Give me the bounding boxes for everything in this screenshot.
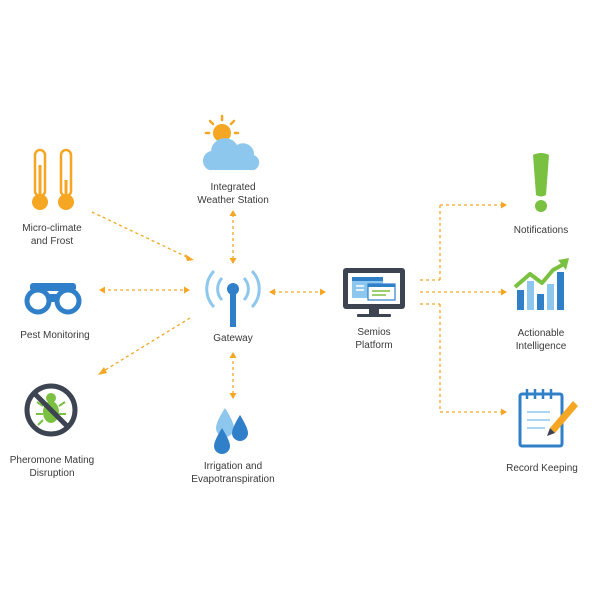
label-line: Micro-climate — [22, 223, 82, 234]
arrowhead — [99, 286, 105, 294]
arrowhead — [229, 258, 237, 264]
connector-pheromone-gateway — [101, 317, 191, 373]
label-line: Disruption — [29, 468, 75, 479]
binoculars-icon — [24, 283, 82, 315]
label-microclimate: Micro-climate and Frost — [22, 222, 82, 248]
arrowhead — [229, 210, 237, 216]
label-line: Notifications — [513, 225, 569, 236]
label-notifications: Notifications — [503, 224, 579, 237]
label-line: Integrated — [210, 182, 256, 193]
arrowhead — [269, 288, 275, 296]
notepad-pencil-icon — [518, 389, 578, 448]
arrowhead — [229, 352, 237, 358]
label-line: Platform — [355, 340, 393, 351]
label-pest: Pest Monitoring — [5, 329, 105, 342]
label-line: Irrigation and — [203, 461, 263, 472]
arrowhead — [501, 201, 507, 209]
arrowhead — [98, 367, 107, 375]
label-platform: Semios Platform — [344, 326, 404, 352]
thermometer-icon — [32, 148, 74, 210]
label-line: Intelligence — [515, 341, 567, 352]
monitor-icon — [343, 268, 405, 317]
label-pheromone: Pheromone Mating Disruption — [0, 454, 104, 480]
arrowhead — [184, 286, 190, 294]
connector-microclimate-gateway — [91, 211, 190, 259]
label-irrigation: Irrigation and Evapotranspiration — [178, 460, 288, 486]
antenna-icon — [205, 269, 261, 327]
label-line: Actionable — [517, 328, 565, 339]
no-bug-icon — [24, 383, 78, 437]
connectors — [91, 201, 507, 416]
label-line: Pheromone Mating — [9, 455, 95, 466]
sun-cloud-icon — [202, 114, 260, 170]
label-line: Gateway — [213, 333, 253, 344]
label-records: Record Keeping — [497, 462, 587, 475]
arrowhead — [501, 408, 507, 416]
label-line: Pest Monitoring — [20, 330, 90, 341]
bar-chart-icon — [513, 258, 569, 310]
label-intelligence: Actionable Intelligence — [503, 327, 579, 353]
arrowhead — [320, 288, 326, 296]
label-line: Weather Station — [197, 195, 269, 206]
exclamation-icon — [533, 153, 549, 212]
arrowhead — [501, 288, 507, 296]
arrowhead — [185, 254, 194, 261]
water-drops-icon — [214, 408, 248, 454]
label-line: and Frost — [30, 236, 74, 247]
arrowhead — [229, 393, 237, 399]
label-weather: Integrated Weather Station — [183, 181, 283, 207]
label-line: Evapotranspiration — [191, 474, 275, 485]
label-line: Record Keeping — [506, 463, 578, 474]
label-line: Semios — [357, 327, 391, 338]
label-gateway: Gateway — [198, 332, 268, 345]
